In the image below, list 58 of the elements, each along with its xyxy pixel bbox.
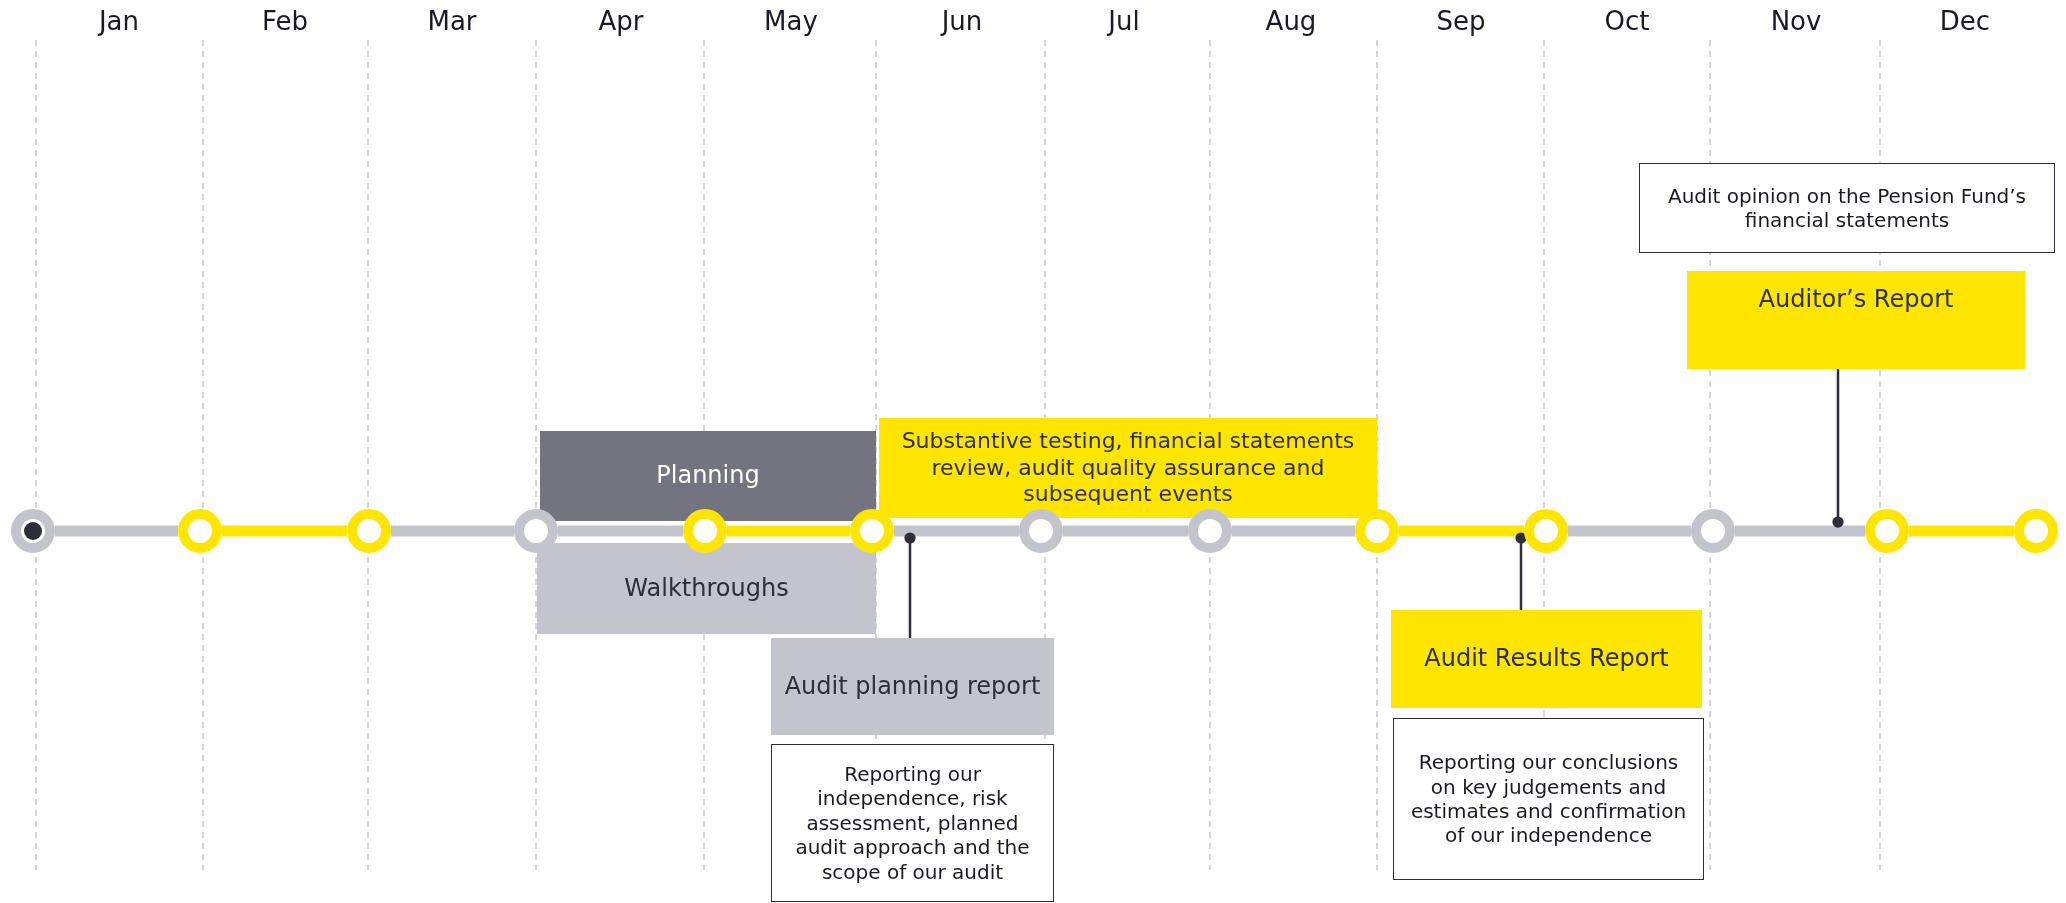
milestone-label: Audit planning report: [784, 671, 1041, 702]
timeline-segment: [1568, 525, 1691, 537]
milestone-label: Auditor’s Report: [1758, 285, 1954, 315]
month-label: Dec: [1938, 6, 1992, 36]
month-label: Aug: [1264, 6, 1318, 36]
timeline-segment: [391, 525, 514, 537]
milestone-box: [1391, 610, 1702, 708]
milestone-circle: [347, 509, 391, 553]
milestone-circle: [514, 509, 558, 553]
milestone-circle: [1524, 509, 1568, 553]
note-box: [1639, 163, 2055, 253]
milestone-circle: [178, 509, 222, 553]
timeline-segment: [1909, 525, 2014, 537]
milestone-circle: [1355, 509, 1399, 553]
month-label: Mar: [426, 6, 478, 36]
note-box: [771, 744, 1054, 902]
milestone-circle: [1691, 509, 1735, 553]
note-box: [1393, 718, 1704, 880]
milestone-circle: [11, 509, 55, 553]
timeline-segment: [55, 525, 178, 537]
month-label: Nov: [1769, 6, 1823, 36]
month-label: Oct: [1603, 6, 1651, 36]
phase-label: Planning: [656, 461, 760, 491]
month-label: Apr: [597, 6, 645, 36]
note-text: Reporting our independence, risk assessment, planned audit approach and the scope of our audit: [794, 762, 1031, 884]
milestone-circle: [1019, 509, 1063, 553]
month-label: Jul: [1106, 6, 1141, 36]
milestone-label: Audit Results Report: [1424, 644, 1669, 674]
timeline-segment: [1399, 525, 1524, 537]
phase-bar: [540, 431, 876, 521]
milestone-circle: [850, 509, 894, 553]
timeline-segment: [894, 525, 1019, 537]
milestone-box: [1687, 271, 2025, 369]
milestone-circle: [683, 509, 727, 553]
timeline-segment: [1063, 525, 1188, 537]
month-label: Sep: [1435, 6, 1487, 36]
timeline-segment: [222, 525, 347, 537]
milestone-circle: [2014, 509, 2058, 553]
phase-label: Substantive testing, financial statements review, audit quality assurance and subsequent events: [900, 427, 1356, 509]
timeline-segment: [558, 525, 683, 537]
timeline-segment: [727, 525, 850, 537]
month-label: Jun: [939, 6, 984, 36]
phase-bar: [879, 418, 1377, 518]
leader-line: [1515, 532, 1527, 610]
milestone-circle: [1865, 509, 1909, 553]
note-text: Reporting our conclusions on key judgements and estimates and confirmation of our independence: [1409, 750, 1688, 848]
phase-bar: [537, 543, 876, 634]
month-label: Feb: [260, 6, 309, 36]
month-label: Jan: [96, 6, 141, 36]
phase-label: Walkthroughs: [624, 573, 789, 604]
month-label: May: [763, 6, 819, 36]
timeline-segment: [1232, 525, 1355, 537]
milestone-box: [771, 638, 1054, 735]
timeline-segment: [1735, 525, 1865, 537]
leader-line: [904, 532, 916, 638]
note-text: Audit opinion on the Pension Fund’s financial statements: [1666, 183, 2028, 233]
milestone-circle: [1188, 509, 1232, 553]
leader-line: [1832, 369, 1844, 528]
